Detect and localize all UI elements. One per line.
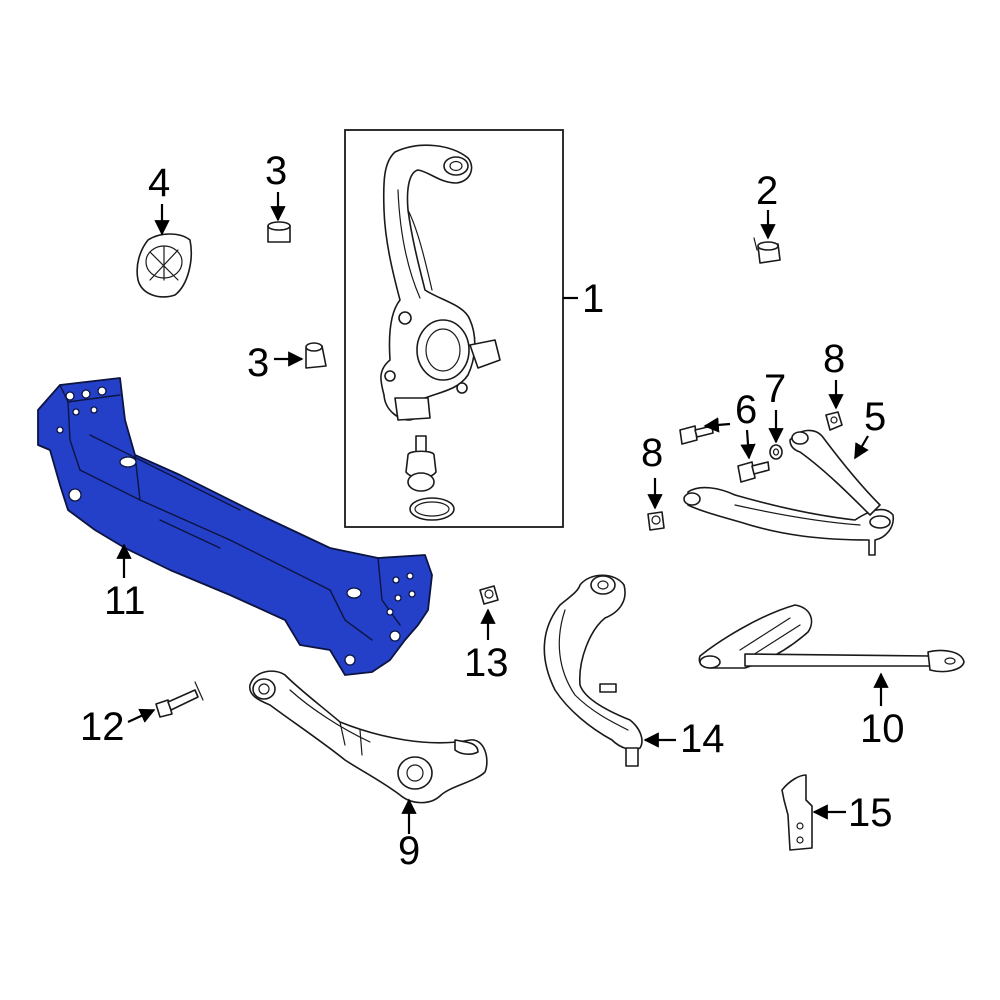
callout-4: 4 <box>148 161 170 236</box>
part-10-tension-rod[interactable] <box>698 604 965 673</box>
callout-label: 1 <box>582 277 604 321</box>
part-5-upper-control-arm[interactable] <box>683 429 895 556</box>
callout-3-upper: 3 <box>265 149 287 222</box>
part-8-nut-upper[interactable] <box>825 411 843 431</box>
callout-label: 11 <box>104 579 146 623</box>
callout-3-lower: 3 <box>247 341 304 385</box>
callout-12: 12 <box>80 705 156 749</box>
callout-10: 10 <box>860 672 905 751</box>
callout-label: 9 <box>398 829 420 873</box>
callout-label: 8 <box>823 337 845 381</box>
callout-label: 5 <box>864 395 886 439</box>
callout-label: 6 <box>735 388 757 432</box>
callout-9: 9 <box>398 798 420 873</box>
callout-label: 8 <box>641 431 663 475</box>
part-1-steering-knuckle[interactable] <box>344 129 564 528</box>
part-14-compression-arm[interactable] <box>543 574 643 767</box>
callout-label: 2 <box>756 169 778 213</box>
callout-label: 15 <box>848 791 893 835</box>
callout-label: 3 <box>247 341 269 385</box>
callout-label: 7 <box>764 367 786 411</box>
part-8-nut-lower[interactable] <box>647 511 665 531</box>
callout-label: 13 <box>464 641 509 685</box>
part-13-nut[interactable] <box>479 585 499 605</box>
callout-label: 4 <box>148 161 170 205</box>
callout-1: 1 <box>563 277 604 321</box>
callout-13: 13 <box>464 608 509 685</box>
part-12-bolt[interactable] <box>155 681 204 718</box>
callout-label: 3 <box>265 149 287 193</box>
callout-7: 7 <box>764 367 786 444</box>
callout-5: 5 <box>854 395 886 460</box>
knuckle-group-box <box>344 129 564 528</box>
part-6-bolts[interactable] <box>679 425 770 483</box>
callout-15: 15 <box>812 791 893 835</box>
callout-8-lower: 8 <box>641 431 663 510</box>
callout-label: 12 <box>80 705 125 749</box>
part-3-bushing-lower[interactable] <box>305 342 327 369</box>
callout-label: 14 <box>680 717 725 761</box>
callout-2: 2 <box>756 169 778 240</box>
part-11-crossmember[interactable] <box>37 377 433 676</box>
part-7-washer[interactable] <box>769 444 783 460</box>
part-4-dust-boot[interactable] <box>136 233 192 298</box>
part-15-bracket[interactable] <box>781 774 813 851</box>
callout-label: 10 <box>860 707 905 751</box>
callout-11: 11 <box>104 543 146 623</box>
callout-14: 14 <box>643 717 725 761</box>
part-2-nut[interactable] <box>753 237 781 264</box>
part-3-bushing-upper[interactable] <box>267 221 291 243</box>
part-9-lower-control-arm[interactable] <box>248 670 488 804</box>
callout-8-upper: 8 <box>823 337 845 410</box>
callout-6: 6 <box>703 388 757 460</box>
